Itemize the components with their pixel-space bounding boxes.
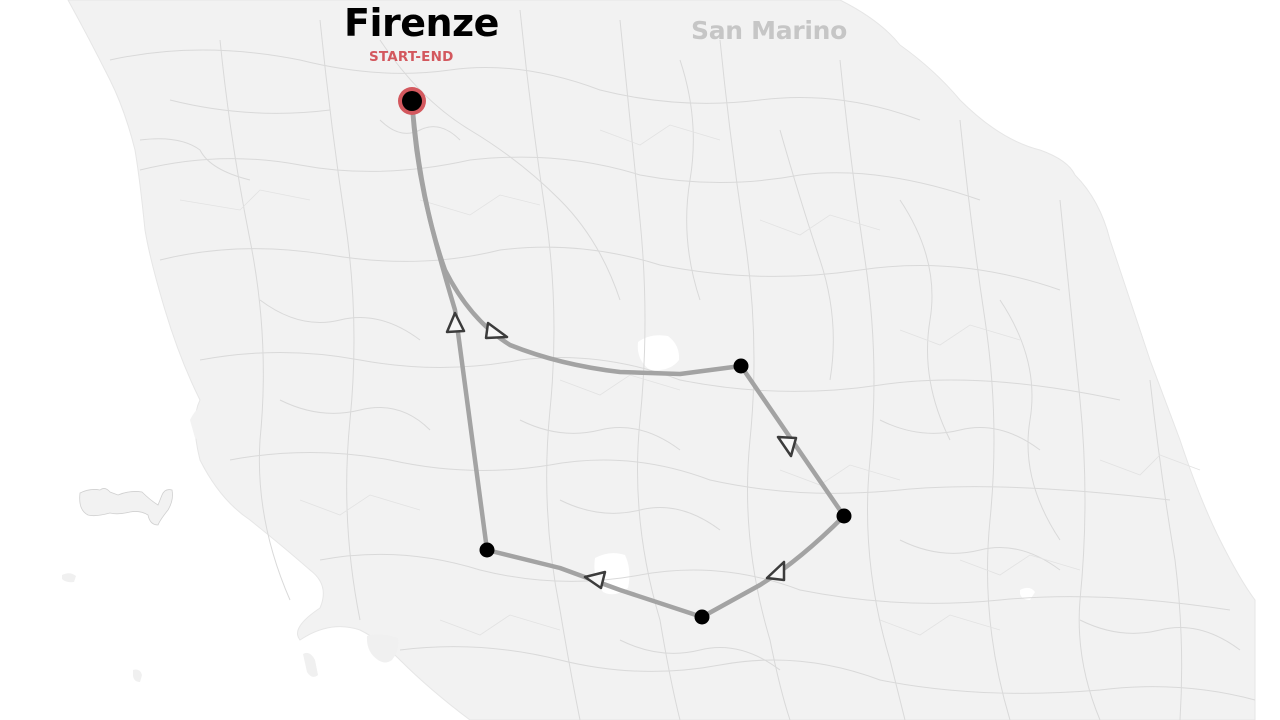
- stop-marker[interactable]: [479, 542, 495, 558]
- route-leg-5: [409, 98, 490, 553]
- land-west-tip: [190, 406, 215, 443]
- arrow-icon: [583, 570, 607, 590]
- lake-small: [1020, 587, 1035, 600]
- route-leg-3: [699, 513, 847, 620]
- stop-marker[interactable]: [836, 508, 852, 524]
- island-small-1: [62, 573, 76, 583]
- start-end-marker[interactable]: [402, 91, 422, 111]
- arrow-icon: [776, 435, 798, 458]
- lake-trasimeno: [637, 335, 680, 371]
- island-small-2: [133, 669, 142, 682]
- arrow-icon: [445, 311, 466, 334]
- city-label-firenze: Firenze: [344, 1, 499, 45]
- island-elba: [79, 488, 173, 526]
- stop-marker[interactable]: [694, 609, 710, 625]
- region-label-san-marino: San Marino: [691, 16, 847, 45]
- arrow-icon: [484, 321, 509, 340]
- road-network-minor: [179, 124, 1201, 636]
- start-end-badge: START-END: [369, 49, 454, 65]
- island-giglio: [303, 652, 318, 677]
- island-argentario: [366, 634, 399, 663]
- route-stops: [398, 87, 852, 625]
- stop-marker[interactable]: [733, 358, 749, 374]
- arrow-icon: [765, 560, 786, 582]
- direction-arrows: [445, 311, 798, 590]
